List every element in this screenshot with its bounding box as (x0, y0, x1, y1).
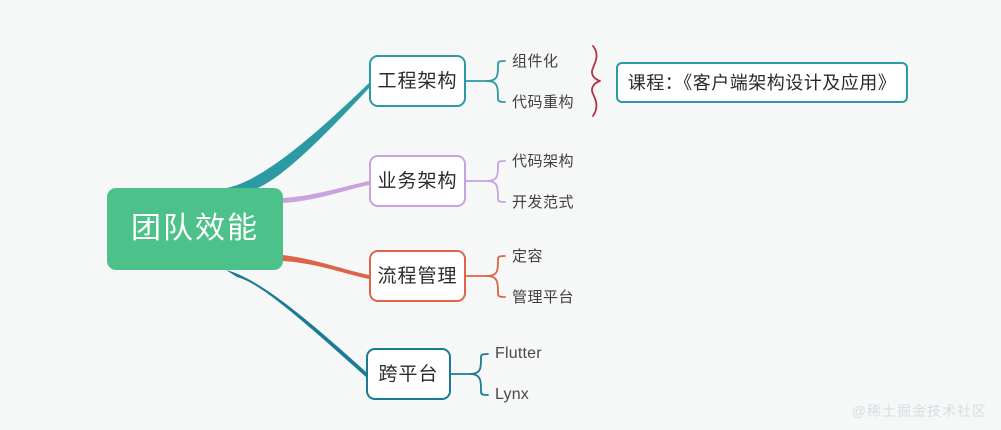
leaf-label-code-refactoring[interactable]: 代码重构 (512, 94, 575, 111)
branch-node-label: 工程架构 (377, 70, 458, 92)
course-callout-box[interactable]: 课程：《客户端架构设计及应用》 (616, 62, 908, 103)
branch-node-engineering-architecture[interactable]: 工程架构 (369, 55, 466, 107)
connector-branch-1-fork (465, 60, 506, 103)
leaf-label-capacity-planning[interactable]: 定容 (512, 248, 544, 265)
connector-branch-4-fork (450, 353, 489, 396)
branch-node-label: 业务架构 (377, 170, 458, 192)
course-callout-label: 课程：《客户端架构设计及应用》 (627, 72, 897, 93)
connector-root-to-branch-4 (226, 270, 366, 377)
connector-root-to-branch-3 (283, 255, 369, 279)
watermark: @稀土掘金技术社区 (851, 403, 987, 419)
leaf-label-flutter[interactable]: Flutter (495, 345, 542, 362)
branch-node-label: 流程管理 (377, 265, 458, 287)
leaf-label-management-platform[interactable]: 管理平台 (512, 289, 575, 306)
root-node[interactable]: 团队效能 (107, 188, 283, 270)
connector-branch-3-fork (465, 255, 506, 298)
leaf-label-componentization[interactable]: 组件化 (512, 53, 559, 70)
curly-brace-icon (591, 45, 601, 117)
connector-branch-2-fork (465, 160, 506, 203)
branch-node-label: 跨平台 (378, 363, 439, 385)
connector-root-to-branch-1 (226, 83, 369, 193)
branch-node-business-architecture[interactable]: 业务架构 (369, 155, 466, 207)
leaf-label-lynx[interactable]: Lynx (495, 386, 530, 403)
root-node-label: 团队效能 (131, 212, 259, 245)
connector-root-to-branch-2 (283, 181, 369, 203)
leaf-label-development-paradigm[interactable]: 开发范式 (512, 194, 575, 211)
leaf-label-code-architecture[interactable]: 代码架构 (512, 153, 575, 170)
branch-node-process-management[interactable]: 流程管理 (369, 250, 466, 302)
branch-node-cross-platform[interactable]: 跨平台 (366, 348, 451, 400)
